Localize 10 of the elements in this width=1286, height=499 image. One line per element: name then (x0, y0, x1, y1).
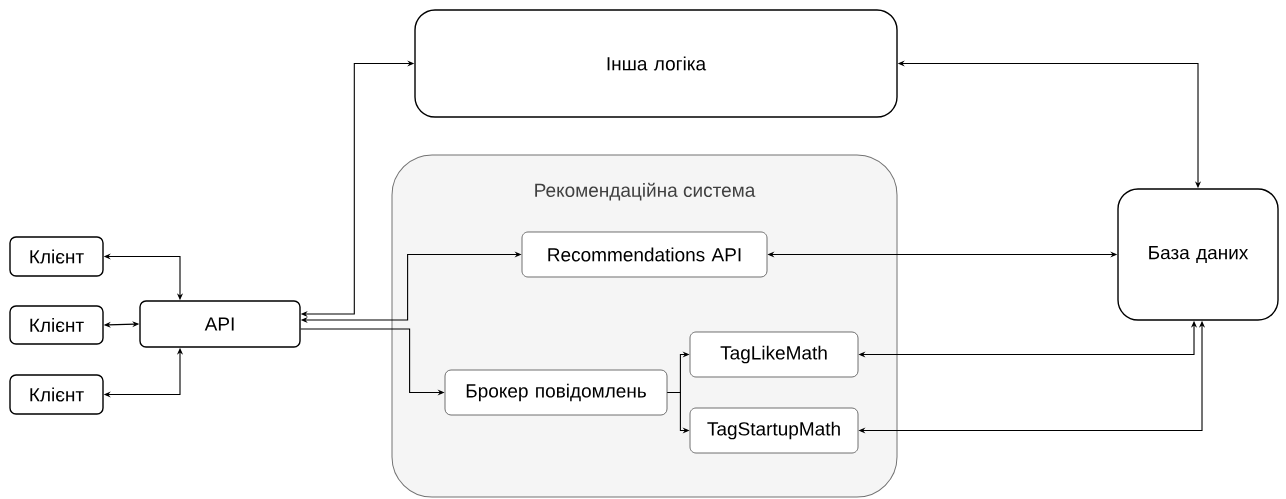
broker-box: Брокер повідомлень (444, 369, 668, 416)
service-box: Recommendations API (521, 231, 768, 278)
database-box: База даних (1117, 188, 1279, 321)
service-box: TagLikeMath (689, 331, 859, 378)
service-box: TagStartupMath (689, 407, 859, 454)
api-box: API (139, 300, 301, 348)
logic-box: Інша логіка (414, 9, 898, 118)
client-box: Клієнт (9, 236, 104, 277)
client-box: Клієнт (9, 374, 104, 415)
client-box: Клієнт (9, 305, 104, 345)
